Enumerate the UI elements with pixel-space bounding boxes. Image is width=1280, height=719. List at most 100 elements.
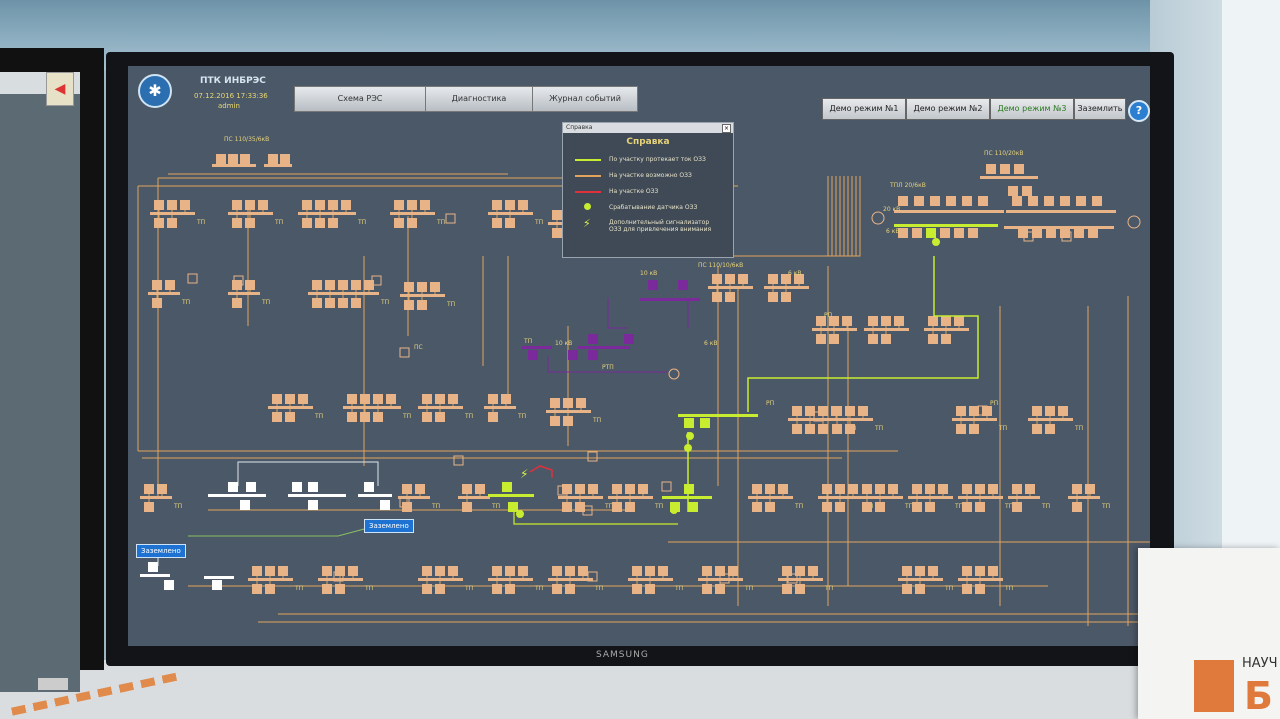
switch-node xyxy=(322,566,332,576)
switch-node xyxy=(1046,228,1056,238)
switch-node xyxy=(448,566,458,576)
switch-node xyxy=(868,316,878,326)
tp-label: ТП xyxy=(1004,585,1013,592)
tp-label: ТП xyxy=(954,503,963,510)
switch-node xyxy=(792,424,802,434)
switch-node xyxy=(272,394,282,404)
switch-node xyxy=(565,566,575,576)
busbar xyxy=(308,292,379,295)
switch-node xyxy=(962,584,972,594)
busbar xyxy=(268,406,313,409)
busbar xyxy=(418,578,463,581)
feeder-line xyxy=(730,176,857,257)
tab-event-log[interactable]: Журнал событий xyxy=(532,86,638,112)
switch-node xyxy=(347,394,357,404)
tp-label: ТП xyxy=(1041,503,1050,510)
switch-node xyxy=(938,484,948,494)
busbar xyxy=(358,494,392,497)
switch-node xyxy=(684,418,694,428)
switch-node xyxy=(565,584,575,594)
switch-node xyxy=(404,300,414,310)
sign-letter: Б xyxy=(1244,674,1273,718)
label-rtp: РТП xyxy=(602,364,614,371)
demo-mode-3-button[interactable]: Демо режим №3 xyxy=(990,98,1074,120)
tp-label: ТП xyxy=(261,299,270,306)
switch-node xyxy=(335,566,345,576)
tab-scheme[interactable]: Схема РЭС xyxy=(294,86,426,112)
close-icon[interactable]: × xyxy=(722,124,731,133)
busbar xyxy=(778,578,823,581)
tp-label: ТП xyxy=(181,299,190,306)
switch-node xyxy=(394,218,404,228)
switch-node xyxy=(272,412,282,422)
switch-node xyxy=(415,484,425,494)
feeder-line xyxy=(188,527,369,537)
switch-node xyxy=(148,562,158,572)
busbar xyxy=(264,164,292,167)
switch-node xyxy=(1085,484,1095,494)
speaker-icon[interactable]: ◀ xyxy=(46,72,74,106)
busbar xyxy=(140,574,170,577)
left-monitor-close[interactable] xyxy=(38,678,68,690)
switch-node xyxy=(212,580,222,590)
busbar xyxy=(708,286,753,289)
switch-node xyxy=(941,334,951,344)
switch-node xyxy=(216,154,226,164)
switch-node xyxy=(380,500,390,510)
help-window: Справка × Справка По участку протекает т… xyxy=(562,122,734,258)
switch-node xyxy=(232,298,242,308)
switch-node xyxy=(912,484,922,494)
switch-node xyxy=(588,484,598,494)
switch-node xyxy=(962,196,972,206)
switch-node xyxy=(265,566,275,576)
tp-label: ТП xyxy=(594,585,603,592)
switch-node xyxy=(1060,196,1070,206)
switch-node xyxy=(417,282,427,292)
switch-node xyxy=(528,350,538,360)
feeder-line xyxy=(547,356,668,373)
switch-node xyxy=(364,482,374,492)
switch-node xyxy=(969,406,979,416)
lightning-icon: ⚡ xyxy=(520,467,528,481)
busbar xyxy=(458,496,490,499)
switch-node xyxy=(165,280,175,290)
busbar xyxy=(864,328,909,331)
switch-node xyxy=(563,416,573,426)
switch-node xyxy=(912,228,922,238)
switch-node xyxy=(157,484,167,494)
ground-button[interactable]: Заземлить xyxy=(1074,98,1126,120)
busbar xyxy=(958,578,1003,581)
switch-node xyxy=(915,566,925,576)
switch-node xyxy=(518,200,528,210)
legend-item: На участке возможно ОЗЗ xyxy=(609,172,692,179)
app-logo-icon: ✱ xyxy=(138,74,172,108)
switch-node xyxy=(765,484,775,494)
feeder-line xyxy=(724,176,853,257)
busbar xyxy=(764,286,809,289)
switch-node xyxy=(252,584,262,594)
switch-node xyxy=(941,316,951,326)
switch-node xyxy=(492,200,502,210)
switch-node xyxy=(822,484,832,494)
switch-node xyxy=(915,584,925,594)
switch-node xyxy=(805,406,815,416)
switch-node xyxy=(278,566,288,576)
switch-node xyxy=(265,584,275,594)
transformer-icon xyxy=(668,368,680,380)
switch-node xyxy=(612,502,622,512)
switch-node xyxy=(875,484,885,494)
switch-node xyxy=(954,228,964,238)
help-icon[interactable]: ? xyxy=(1128,100,1150,122)
switch-node xyxy=(518,566,528,576)
tab-diagnostics[interactable]: Диагностика xyxy=(425,86,533,112)
demo-mode-1-button[interactable]: Демо режим №1 xyxy=(822,98,906,120)
tp-label: ТП xyxy=(794,503,803,510)
switch-node xyxy=(816,334,826,344)
switch-node xyxy=(956,424,966,434)
switch-node xyxy=(881,316,891,326)
demo-mode-2-button[interactable]: Демо режим №2 xyxy=(906,98,990,120)
switch-node xyxy=(1058,406,1068,416)
company-logo-icon xyxy=(1194,660,1234,712)
switch-node xyxy=(312,298,322,308)
